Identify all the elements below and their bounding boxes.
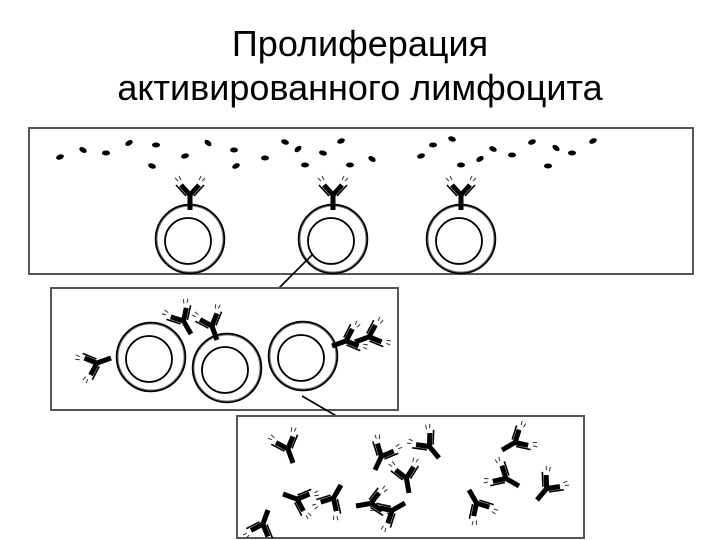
b-lymphocyte-icon bbox=[115, 321, 187, 393]
antigen-particle-icon bbox=[79, 147, 87, 153]
slide-title: Пролиферация активированного лимфоцита bbox=[0, 22, 720, 110]
antigen-particle-icon bbox=[346, 162, 354, 168]
antigen-particle-icon bbox=[448, 136, 456, 142]
antigen-particle-icon bbox=[56, 154, 64, 160]
panel-proliferating-lymphocytes bbox=[50, 287, 399, 411]
antigen-particle-icon bbox=[230, 147, 238, 153]
antigen-particle-icon bbox=[417, 153, 425, 159]
antigen-particle-icon bbox=[589, 138, 597, 144]
antigen-particle-icon bbox=[337, 138, 345, 144]
antigen-particle-icon bbox=[544, 163, 552, 169]
antigen-particle-icon bbox=[476, 156, 484, 162]
antigen-particle-icon bbox=[457, 162, 465, 168]
title-line-2: активированного лимфоцита bbox=[117, 67, 603, 108]
antigen-particle-icon bbox=[301, 162, 309, 168]
antigen-particles bbox=[56, 136, 597, 169]
antigen-particle-icon bbox=[204, 139, 212, 147]
antigen-particle-icon bbox=[568, 150, 576, 156]
antigen-particle-icon bbox=[528, 139, 536, 145]
antigen-particle-icon bbox=[125, 140, 133, 146]
panel-resting-lymphocytes bbox=[28, 127, 694, 275]
antigen-particle-icon bbox=[102, 150, 110, 156]
antigen-particle-icon bbox=[294, 145, 302, 153]
antigen-particle-icon bbox=[181, 153, 189, 159]
antigen-particle-icon bbox=[152, 142, 160, 148]
antigen-particle-icon bbox=[261, 155, 269, 161]
antigen-particle-icon bbox=[281, 139, 289, 145]
antigen-particle-icon bbox=[552, 144, 560, 152]
antigen-particle-icon bbox=[489, 146, 497, 152]
panel-frame bbox=[236, 415, 585, 539]
antigen-particle-icon bbox=[508, 152, 516, 158]
antigen-particle-icon bbox=[232, 163, 240, 169]
antigen-particle-icon bbox=[319, 150, 327, 156]
antigen-particle-icon bbox=[148, 163, 156, 169]
panel-secreted-antibodies bbox=[236, 415, 585, 540]
antigen-particle-icon bbox=[429, 142, 437, 148]
antigen-particle-icon bbox=[368, 156, 376, 162]
title-line-1: Пролиферация bbox=[231, 23, 489, 64]
